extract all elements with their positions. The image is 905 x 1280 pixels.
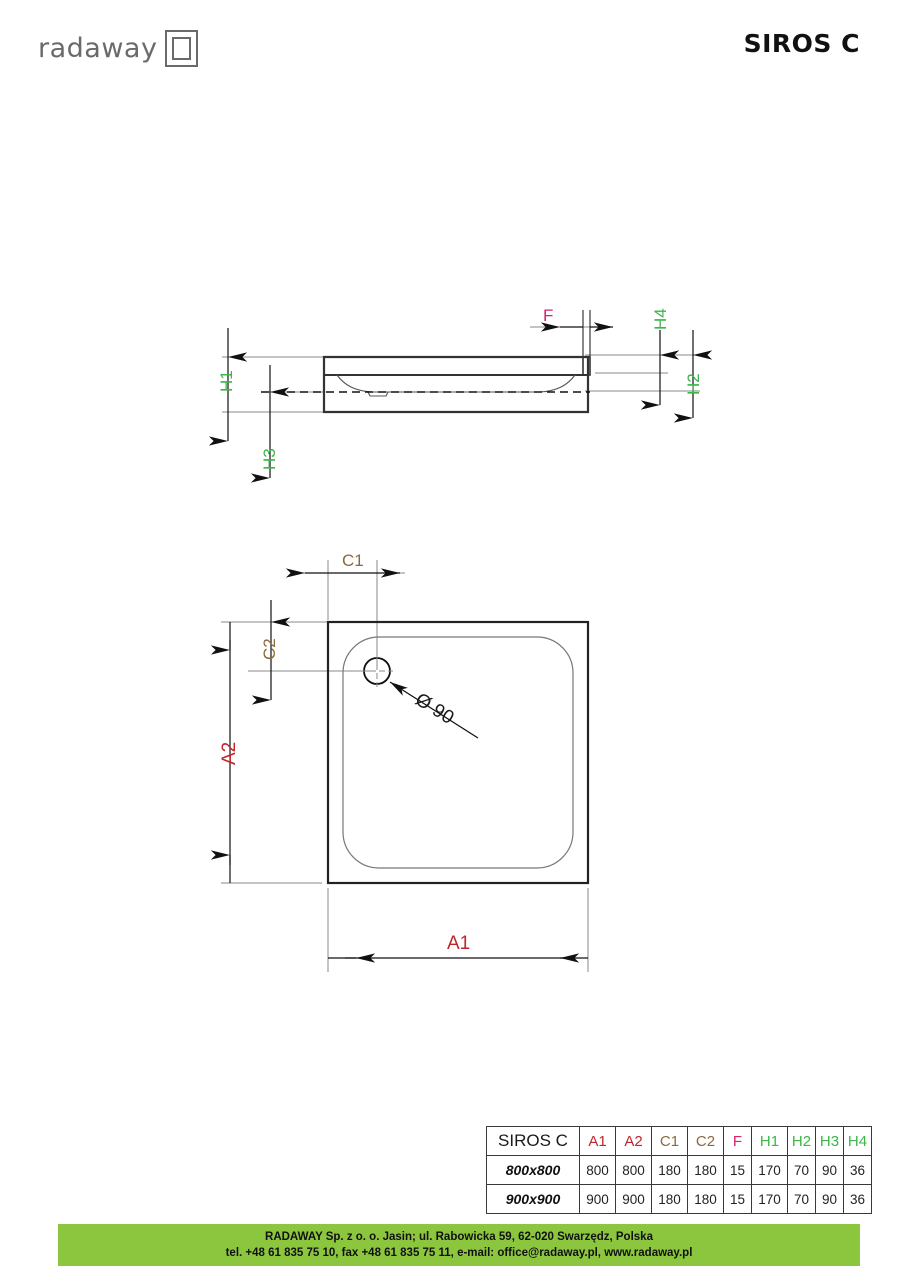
table-cell-f: 15 [723,1155,752,1185]
dim-label-a2: A2 [219,741,240,765]
table-cell-a1: 900 [579,1184,616,1214]
tray-bowl-curve [336,374,576,393]
table-cell-c1: 180 [651,1155,688,1185]
dim-label-f: F [543,306,554,325]
plan-view-group [210,560,590,972]
table-cell-h4: 36 [843,1155,872,1185]
table-header-h4: H4 [843,1126,872,1156]
table-cell-c1: 180 [651,1184,688,1214]
table-cell-a2: 900 [615,1184,652,1214]
dim-label-c1: C1 [342,551,364,570]
table-header-h2: H2 [787,1126,816,1156]
tray-body-outline [322,355,590,414]
table-header-f: F [723,1126,752,1156]
table-cell-h3: 90 [815,1155,844,1185]
table-cell-f: 15 [723,1184,752,1214]
table-header-a2: A2 [615,1126,652,1156]
table-cell-a1: 800 [579,1155,616,1185]
table-cell-h3: 90 [815,1184,844,1214]
tray-outline-plan [326,620,590,885]
tray-rim-band [324,356,589,376]
table-row: 800x800 800 800 180 180 15 170 70 90 36 [486,1155,872,1185]
dim-label-h2: H2 [684,373,703,395]
dim-label-h1: H1 [217,370,236,392]
footer-address-line: RADAWAY Sp. z o. o. Jasin; ul. Rabowicka… [265,1230,653,1243]
table-row: 900x900 900 900 180 180 15 170 70 90 36 [486,1184,872,1214]
table-cell-a2: 800 [615,1155,652,1185]
brand-logo: radaway [38,30,199,67]
table-cell-h4: 36 [843,1184,872,1214]
square-outline-icon [165,30,199,67]
dim-label-drain-diameter: Ø 90 [411,689,458,729]
table-cell-h1: 170 [751,1155,788,1185]
dim-label-h3: H3 [260,448,279,470]
table-cell-model: 800x800 [486,1155,580,1185]
footer-contact-bar: RADAWAY Sp. z o. o. Jasin; ul. Rabowicka… [58,1224,860,1266]
table-cell-model: 900x900 [486,1184,580,1214]
logo-wordmark: radaway [38,33,158,64]
tray-basin-plan [342,636,574,869]
table-header-a1: A1 [579,1126,616,1156]
footer-contact-line: tel. +48 61 835 75 10, fax +48 61 835 75… [225,1247,693,1259]
dim-label-c2: C2 [260,638,279,660]
table-header-c1: C1 [651,1126,688,1156]
table-cell-c2: 180 [687,1155,724,1185]
section-view-group [208,310,713,483]
table-cell-h1: 170 [751,1184,788,1214]
table-cell-h2: 70 [787,1155,816,1185]
drain-hole-plan [363,657,391,685]
table-header-name: SIROS C [486,1126,580,1156]
table-cell-h2: 70 [787,1184,816,1214]
table-header-h3: H3 [815,1126,844,1156]
specification-table: SIROS C A1 A2 C1 C2 F H1 H2 H3 H4 800x80… [486,1126,872,1214]
table-header-c2: C2 [687,1126,724,1156]
table-cell-c2: 180 [687,1184,724,1214]
drain-notch [367,391,389,397]
dim-label-a1: A1 [447,933,471,954]
dim-label-h4: H4 [651,308,670,330]
page-title: SIROS C [743,29,860,58]
table-header-h1: H1 [751,1126,788,1156]
table-header-row: SIROS C A1 A2 C1 C2 F H1 H2 H3 H4 [486,1126,872,1156]
